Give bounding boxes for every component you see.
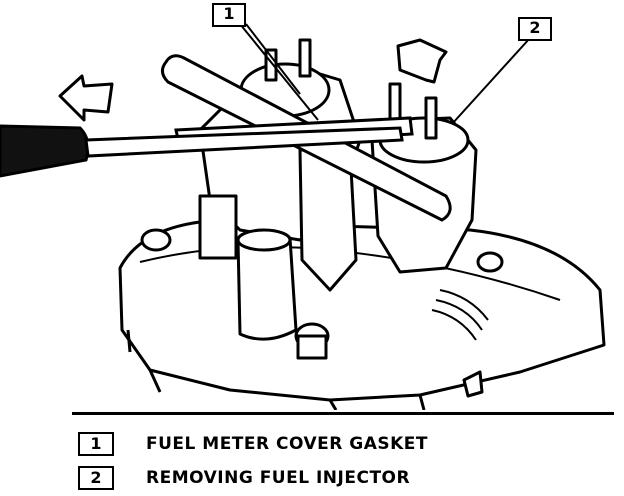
throttle-body-illustration [0,23,606,410]
bolt-left [140,228,172,252]
legend-item-2: 2 REMOVING FUEL INJECTOR [78,466,410,490]
fuel-meter-stud [264,48,278,82]
side-block [198,194,238,260]
legend-number-1: 1 [78,432,114,456]
leader-line-1 [239,23,319,121]
leader-line-2 [451,37,531,125]
left-arrow-marker [58,74,114,122]
throttle-body-base [118,220,606,402]
bracket-right [462,370,484,398]
screwdriver-shaft [84,126,404,158]
fuel-meter-stud-2 [298,38,312,78]
legend-text-1: FUEL METER COVER GASKET [146,434,429,454]
legend-number-2: 2 [78,466,114,490]
injector-stud-2 [424,96,438,140]
leader-line-1b [245,23,301,95]
screwdriver-handle [0,124,90,178]
base-lower-edge [126,329,426,410]
left-pedestal-top [236,228,292,252]
bolt-right [476,251,504,273]
legend-text-2: REMOVING FUEL INJECTOR [146,468,411,488]
legend-divider [72,412,614,415]
callout-label-1: 1 [212,3,246,27]
bolt-center-shaft [296,334,328,360]
legend-item-1: 1 FUEL METER COVER GASKET [78,432,428,456]
right-arrow-marker [396,38,448,84]
callout-label-2: 2 [518,17,552,41]
spring-coil [431,289,489,341]
